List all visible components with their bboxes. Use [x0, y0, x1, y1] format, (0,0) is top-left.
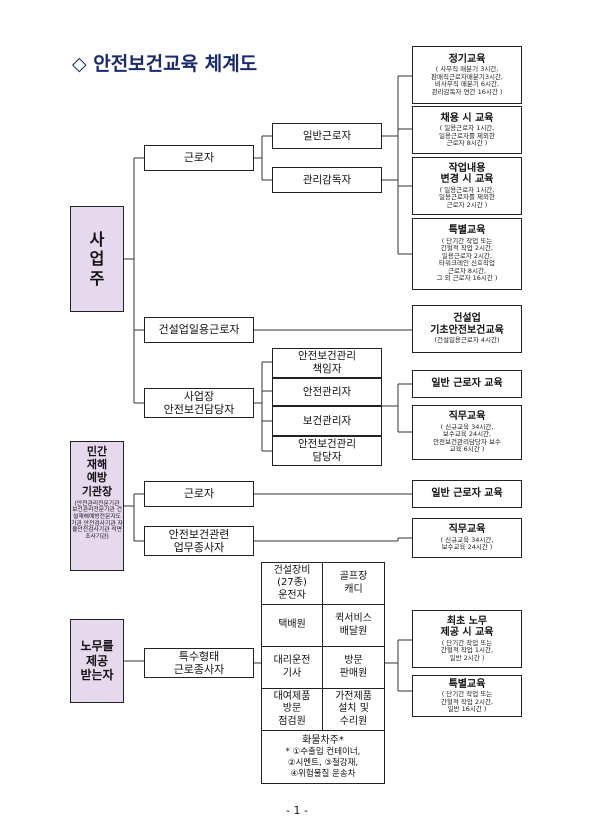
general-workers-box: 일반근로자 — [272, 123, 382, 149]
occupation-tile: 대리운전 기사 — [262, 647, 323, 689]
training-construction-basic: 건설업 기초안전보건교육 (건설일용근로자 4시간) — [412, 305, 522, 353]
training-general-worker: 일반 근로자 교육 — [412, 480, 522, 508]
training-title: 작업내용 변경 시 교육 — [440, 162, 494, 186]
occupation-tile: 골프장 캐디 — [323, 563, 384, 605]
training-detail: ( 일용근로자 1시간, 일용근로자를 제외한 근로자 2시간 ) — [439, 185, 495, 209]
occupation-tile: 방문 판매원 — [323, 647, 384, 689]
occupation-tile: 대여제품 방문 점검원 — [262, 689, 323, 731]
training-detail: (건설일용근로자 4시간) — [434, 336, 500, 345]
training-title: 직무교육 — [448, 411, 486, 423]
training-job: 직무교육 ( 신규교육 34시간, 보수교육 24시간, 안전보건관리담당자 보… — [412, 405, 522, 460]
training-title: 건설업 기초안전보건교육 — [430, 313, 504, 336]
training-detail: ( 일용근로자 1시간, 일용근로자를 제외한 근로자 8시간 ) — [439, 124, 495, 147]
labor-provider-box: 노무를 제공 받는자 — [70, 619, 124, 703]
training-general-worker: 일반 근로자 교육 — [412, 370, 522, 398]
occupation-grid: 건설장비 (27종) 운전자 골프장 캐디 택배원 퀵서비스 배달원 대리운전 … — [261, 562, 385, 784]
site-manager-box: 사업장 안전보건담당자 — [144, 388, 254, 418]
training-special-labor: 특별교육 ( 단기간 작업 또는 간헐적 작업 2시간, 일반 16시간 ) — [412, 675, 522, 717]
occupation-tile: 건설장비 (27종) 운전자 — [262, 563, 323, 605]
training-title: 직무교육 — [448, 524, 486, 536]
training-detail: ( 단기간 작업 또는 간헐적 작업 1시간, 일반 2시간 ) — [440, 638, 494, 662]
training-detail: ( 단기간 작업 또는 간헐적 작업 2시간, 일용근로자 2시간, 타워크레인… — [436, 236, 498, 283]
occupation-tile: 가전제품 설치 및 수리원 — [323, 689, 384, 731]
training-first-labor: 최초 노무 제공 시 교육 ( 단기간 작업 또는 간헐적 작업 1시간, 일반… — [412, 610, 522, 668]
training-title: 정기교육 — [448, 53, 486, 65]
training-special: 특별교육 ( 단기간 작업 또는 간헐적 작업 2시간, 일용근로자 2시간, … — [412, 218, 522, 290]
safety-officer-box: 안전보건관리 담당자 — [272, 436, 382, 466]
training-hiring: 채용 시 교육 ( 일용근로자 1시간, 일용근로자를 제외한 근로자 8시간 … — [412, 106, 522, 154]
training-title: 일반 근로자 교육 — [431, 487, 503, 499]
occupation-tile: 퀵서비스 배달원 — [323, 605, 384, 647]
cargo-title: 화물차주* — [302, 734, 344, 746]
safety-manager-resp-box: 안전보건관리 책임자 — [272, 348, 382, 378]
training-job-change: 작업내용 변경 시 교육 ( 일용근로자 1시간, 일용근로자를 제외한 근로자… — [412, 157, 522, 215]
employer-workers-box: 근로자 — [144, 145, 254, 171]
training-title: 특별교육 — [448, 678, 486, 690]
cargo-tile: 화물차주* * ①수출입 컨테이너, ②시멘트, ③철강재, ④위험물질 운송차 — [262, 731, 384, 783]
special-workers-box: 특수형태 근로종사자 — [144, 648, 254, 678]
occupation-tile: 택배원 — [262, 605, 323, 647]
training-detail: ( 신규교육 34시간, 보수교육 24시간, 안전보건관리담당자 보수 교육 … — [433, 422, 501, 454]
training-title: 특별교육 — [448, 225, 486, 237]
private-org-note: (안전관리전문기관 보건관리전문기관 건설재해예방전문지도기관 안전검사기관 자… — [71, 500, 123, 541]
employer-box: 사 업 주 — [70, 206, 124, 312]
health-manager-box: 보건관리자 — [272, 406, 382, 436]
training-regular: 정기교육 ( 사무직 매분기 3시간, 판매직근로자매분기3시간, 비사무직 매… — [412, 46, 522, 104]
training-job: 직무교육 ( 신규교육 34시간, 보수교육 24시간 ) — [412, 518, 522, 558]
training-title: 일반 근로자 교육 — [431, 377, 503, 389]
training-title: 채용 시 교육 — [440, 112, 494, 124]
related-workers-box: 안전보건관련 업무종사자 — [144, 526, 254, 556]
training-title: 최초 노무 제공 시 교육 — [440, 615, 494, 639]
cargo-detail: * ①수출입 컨테이너, ②시멘트, ③철강재, ④위험물질 운송차 — [285, 747, 361, 779]
private-org-box: 민간 재해 예방 기관장 (안전관리전문기관 보건관리전문기관 건설재해예방전문… — [70, 441, 124, 571]
construction-daily-box: 건설업일용근로자 — [144, 317, 254, 343]
training-detail: ( 신규교육 34시간, 보수교육 24시간 ) — [440, 535, 494, 552]
page-title: ◇ 안전보건교육 체계도 — [72, 53, 258, 75]
page-number: - 1 - — [286, 804, 308, 817]
private-org-label: 민간 재해 예방 기관장 — [81, 445, 113, 498]
training-detail: ( 단기간 작업 또는 간헐적 작업 2시간, 일반 16시간 ) — [440, 690, 494, 713]
private-workers-box: 근로자 — [144, 481, 254, 507]
supervisors-box: 관리감독자 — [272, 167, 382, 193]
training-detail: ( 사무직 매분기 3시간, 판매직근로자매분기3시간, 비사무직 매분기 6시… — [431, 65, 503, 96]
safety-manager-box: 안전관리자 — [272, 378, 382, 406]
